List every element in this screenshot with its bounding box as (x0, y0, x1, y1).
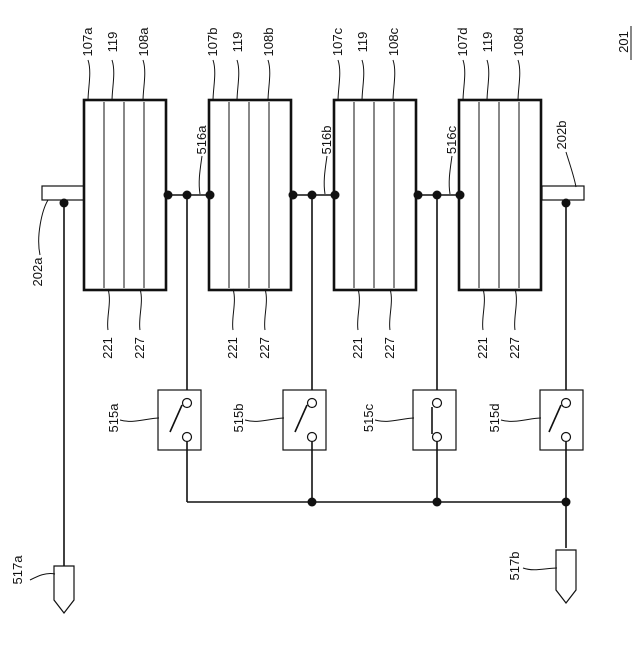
terminal-right-label: 517b (507, 552, 522, 581)
switch-3-label: 515c (361, 403, 376, 432)
cell-4-label-bottom-1: 221 (475, 337, 490, 359)
cell-1 (84, 100, 166, 290)
switch-1-label: 515a (106, 403, 121, 433)
cell-4-frame (459, 100, 541, 290)
electrode-right-label: 202b (554, 121, 569, 150)
cell-1-frame (84, 100, 166, 290)
cell-3 (334, 100, 416, 290)
cell-3-label-top-2: 119 (355, 32, 370, 53)
electrode-right (542, 186, 584, 200)
terminal-right (556, 550, 576, 603)
electrode-left-label: 202a (30, 257, 45, 287)
cell-2-label-top-3: 108b (261, 28, 276, 57)
cell-3-label-bottom-1: 221 (350, 337, 365, 359)
cell-3-label-top-1: 107c (330, 27, 345, 56)
terminal-left-label: 517a (10, 555, 25, 585)
switch-3 (413, 390, 456, 450)
cell-4-label-top-2: 119 (480, 32, 495, 53)
cell-2-label-top-2: 119 (230, 32, 245, 53)
cell-2-frame (209, 100, 291, 290)
cell-1-label-top-2: 119 (105, 32, 120, 53)
bus-node-3 (433, 498, 442, 507)
electrode-left (42, 186, 84, 200)
cell-2 (209, 100, 291, 290)
cell-1-label-top-3: 108a (136, 27, 151, 57)
cell-3-frame (334, 100, 416, 290)
cell-2-label-top-1: 107b (205, 28, 220, 57)
switch-2-label: 515b (231, 404, 246, 433)
cell-1-label-top-1: 107a (80, 27, 95, 57)
bus-node-2 (308, 498, 317, 507)
terminal-left (54, 566, 74, 613)
junction-label-3: 516c (444, 125, 459, 154)
cell-3-label-top-3: 108c (386, 27, 401, 56)
cell-4-label-top-3: 108d (511, 28, 526, 57)
junction-label-2: 516b (319, 126, 334, 155)
cell-4-label-top-1: 107d (455, 28, 470, 57)
cell-2-label-bottom-2: 227 (257, 337, 272, 359)
cell-4-label-bottom-2: 227 (507, 337, 522, 359)
switch-2 (283, 390, 326, 450)
cell-3-label-bottom-2: 227 (382, 337, 397, 359)
switch-4 (540, 390, 583, 450)
figure-number: 201 (616, 31, 631, 53)
cell-1-label-bottom-1: 221 (100, 337, 115, 359)
cell-1-label-bottom-2: 227 (132, 337, 147, 359)
cell-4 (459, 100, 541, 290)
junction-label-1: 516a (194, 125, 209, 155)
bus-node-4 (562, 498, 571, 507)
cell-2-label-bottom-1: 221 (225, 337, 240, 359)
switch-1 (158, 390, 201, 450)
switch-4-label: 515d (487, 404, 502, 433)
